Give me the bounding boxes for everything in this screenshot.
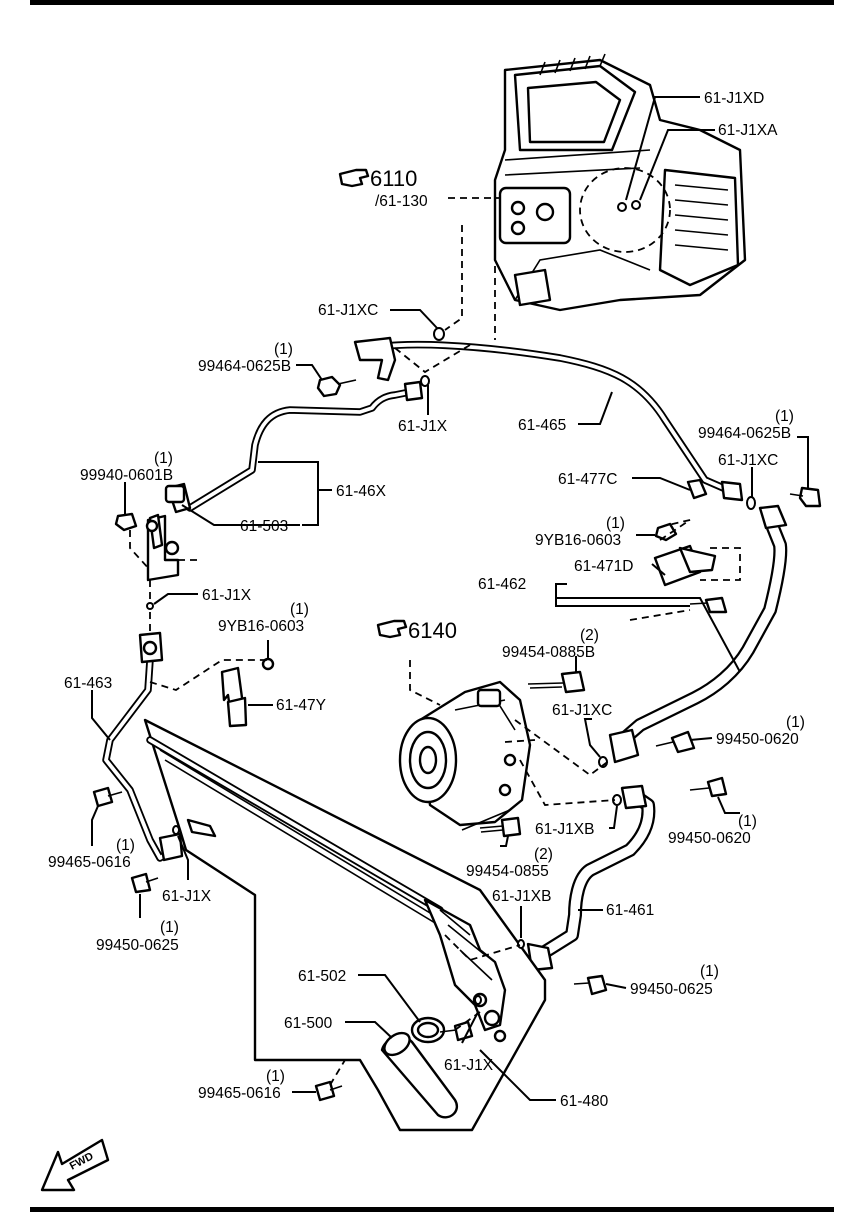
label-61-502: 61-502 xyxy=(298,968,346,985)
qty-99454-0885b: (2) xyxy=(580,627,599,644)
qty-99450-0620-a: (1) xyxy=(786,714,805,731)
qty-99464-0625b-right: (1) xyxy=(775,408,794,425)
label-99450-0620-a: 99450-0620 xyxy=(716,731,799,748)
qty-9yb16-0603-right: (1) xyxy=(606,515,625,532)
label-99450-0625-left: 99450-0625 xyxy=(96,937,179,954)
label-61-462: 61-462 xyxy=(478,576,526,593)
label-9yb16-0603-right: 9YB16-0603 xyxy=(535,532,621,549)
pipe-61-46x xyxy=(145,380,424,582)
label-99465-0616-bottom: 99465-0616 xyxy=(198,1085,281,1102)
label-99464-0625b-right: 99464-0625B xyxy=(698,425,791,442)
label-9yb16-0603-mid: 9YB16-0603 xyxy=(218,618,304,635)
o-rings xyxy=(146,327,756,1005)
label-99450-0625-right: 99450-0625 xyxy=(630,981,713,998)
condenser-61-480 xyxy=(143,718,547,1132)
label-99454-0885b: 99454-0885B xyxy=(502,644,595,661)
label-99464-0625b-left: 99464-0625B xyxy=(198,358,291,375)
label-61-471d: 61-471D xyxy=(574,558,633,575)
label-61-465: 61-465 xyxy=(518,417,566,434)
label-61-j1x-low: 61-J1X xyxy=(162,888,212,905)
ref-6140-callout: 6140 xyxy=(376,618,457,643)
label-61-j1xc-right: 61-J1XC xyxy=(718,452,778,469)
hose-61-462 xyxy=(608,504,788,764)
pointing-hand-icon xyxy=(376,619,408,639)
label-61-j1xc-top: 61-J1XC xyxy=(318,302,378,319)
o-ring-61-j1xb-b xyxy=(517,939,525,949)
label-61-j1xb-a: 61-J1XB xyxy=(535,821,594,838)
ref-6110-code: 6110 xyxy=(370,166,417,191)
o-ring-61-j1xb-a xyxy=(612,794,622,806)
label-61-j1xb-b: 61-J1XB xyxy=(492,888,551,905)
fwd-arrow-icon: FWD xyxy=(40,1138,110,1192)
o-ring-61-j1xc-right xyxy=(746,496,756,510)
ref-6110-callout: 6110 /61-130 xyxy=(338,166,428,210)
qty-99450-0625-left: (1) xyxy=(160,919,179,936)
qty-99454-0855: (2) xyxy=(534,846,553,863)
receiver-61-500 xyxy=(380,1016,458,1119)
qty-99465-0616-top: (1) xyxy=(116,837,135,854)
label-99940-0601b: 99940-0601B xyxy=(80,467,173,484)
label-61-j1xd: 61-J1XD xyxy=(704,90,764,107)
pipe-61-465 xyxy=(353,336,744,502)
ref-6110-sub: /61-130 xyxy=(375,193,428,210)
qty-99450-0625-right: (1) xyxy=(700,963,719,980)
label-61-461: 61-461 xyxy=(606,902,654,919)
assembly-dashed-lines xyxy=(129,197,741,1086)
label-99465-0616-top: 99465-0616 xyxy=(48,854,131,871)
part-labels: 61-J1XD 61-J1XA 61-J1XC (1) 99464-0625B … xyxy=(48,90,805,1110)
evaporator-unit-illustration xyxy=(493,53,747,312)
label-61-477c: 61-477C xyxy=(558,471,617,488)
label-61-47y: 61-47Y xyxy=(276,697,326,714)
label-61-j1x-top: 61-J1X xyxy=(398,418,448,435)
label-61-46x: 61-46X xyxy=(336,483,387,500)
label-61-463: 61-463 xyxy=(64,675,112,692)
bracket-61-47y xyxy=(220,657,275,728)
label-61-500: 61-500 xyxy=(284,1015,333,1032)
leader-lines xyxy=(91,96,809,1101)
pointing-hand-icon xyxy=(338,168,370,188)
qty-99465-0616-bottom: (1) xyxy=(266,1068,285,1085)
top-border xyxy=(30,0,834,5)
compressor-illustration xyxy=(398,680,532,831)
bottom-border xyxy=(30,1207,834,1212)
o-ring-61-j1x-left xyxy=(146,602,154,610)
label-61-480: 61-480 xyxy=(560,1093,609,1110)
bolts xyxy=(92,375,822,1102)
qty-9yb16-0603-mid: (1) xyxy=(290,601,309,618)
o-ring-61-j1x-top xyxy=(420,375,430,387)
label-61-j1x-left: 61-J1X xyxy=(202,587,252,604)
label-61-j1xa: 61-J1XA xyxy=(718,122,778,139)
label-99450-0620-b: 99450-0620 xyxy=(668,830,751,847)
o-ring-61-j1xc-top xyxy=(433,327,445,341)
qty-99464-0625b-left: (1) xyxy=(274,341,293,358)
o-ring-61-j1x-bottom xyxy=(474,995,482,1005)
pipe-61-463 xyxy=(102,631,184,862)
label-61-j1xc-comp: 61-J1XC xyxy=(552,702,612,719)
label-61-j1x-bottom: 61-J1X xyxy=(444,1057,494,1074)
qty-99450-0620-b: (1) xyxy=(738,813,757,830)
o-ring-61-j1x-low xyxy=(172,825,180,835)
label-99454-0855: 99454-0855 xyxy=(466,863,549,880)
label-61-503: 61-503 xyxy=(240,518,288,535)
ref-6140-code: 6140 xyxy=(408,618,457,643)
qty-99940-0601b: (1) xyxy=(154,450,173,467)
